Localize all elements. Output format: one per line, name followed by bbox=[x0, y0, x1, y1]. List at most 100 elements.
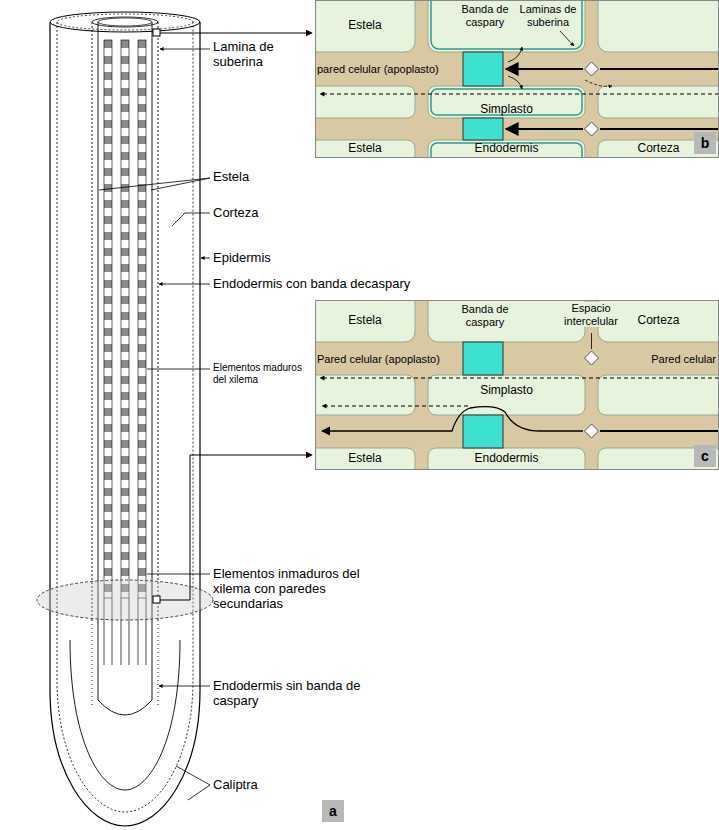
intercellular-space bbox=[585, 122, 599, 136]
flow-arrows-c bbox=[320, 333, 719, 431]
cell-name: Endodermis bbox=[474, 452, 538, 466]
cell-name: Endodermis bbox=[474, 142, 538, 156]
panel-letter: c bbox=[694, 445, 716, 467]
leader-line bbox=[159, 284, 210, 285]
cells-c bbox=[315, 300, 719, 470]
cell-box: Endodermis bbox=[428, 448, 585, 470]
detail-square bbox=[153, 29, 160, 36]
endodermis-young bbox=[92, 620, 158, 705]
panel-letter-text: a bbox=[329, 803, 337, 819]
cell bbox=[428, 375, 585, 415]
cell bbox=[428, 448, 585, 470]
leader-line bbox=[147, 574, 210, 575]
part-label: Pared celular (apoplasto) bbox=[317, 353, 462, 366]
leader-line bbox=[201, 258, 210, 259]
apoplast-arrow bbox=[600, 430, 719, 432]
leader-line bbox=[591, 333, 592, 349]
symplast-arrow bbox=[322, 406, 468, 407]
cell-box: Endodermis bbox=[428, 140, 585, 158]
caspary-band bbox=[463, 52, 503, 86]
cell-box: Estela bbox=[315, 0, 415, 52]
cell bbox=[315, 375, 415, 415]
detail-arrow bbox=[160, 33, 312, 34]
part-label: Estela bbox=[213, 170, 293, 185]
intercellular-space bbox=[585, 424, 599, 438]
part-label: Caliptra bbox=[213, 778, 293, 793]
cell-name: Simplasto bbox=[480, 384, 533, 398]
panel-letter: b bbox=[694, 132, 716, 154]
blocked-arrow bbox=[508, 47, 522, 62]
symplast-arrow bbox=[320, 378, 719, 379]
apoplast-arrow bbox=[600, 128, 719, 130]
epidermis-line bbox=[57, 22, 193, 812]
apoplast-arrow bbox=[506, 128, 583, 130]
caspary-band bbox=[463, 118, 503, 140]
leader-line bbox=[188, 785, 210, 800]
mature-xylem bbox=[104, 40, 112, 598]
part-label: Laminas de suberina bbox=[517, 3, 579, 28]
cells-b bbox=[315, 0, 719, 158]
intercellular-space bbox=[585, 351, 599, 365]
part-label: Epidermis bbox=[213, 251, 303, 266]
intercellular-space bbox=[585, 62, 599, 76]
cell-box: Simplasto bbox=[428, 375, 585, 415]
leader-line bbox=[99, 178, 210, 190]
cell bbox=[315, 140, 415, 158]
cell-box: Estela bbox=[315, 140, 415, 158]
apoplast-arrow bbox=[506, 68, 583, 70]
leader-line bbox=[172, 213, 210, 226]
panel-border bbox=[316, 301, 719, 470]
cell-name: Corteza bbox=[637, 314, 679, 328]
part-label: Elementos inmaduros del xilema con pared… bbox=[213, 567, 388, 612]
cell-name: Estela bbox=[348, 452, 381, 466]
part-label: Banda de caspary bbox=[453, 3, 517, 28]
cell-box: Estela bbox=[315, 448, 415, 470]
cell bbox=[598, 0, 719, 52]
cell bbox=[428, 140, 585, 158]
part-label: Lamina de suberina bbox=[213, 40, 303, 70]
part-label: Endodermis con banda decaspary bbox=[213, 277, 423, 292]
root-top-inner bbox=[57, 14, 193, 30]
cell bbox=[315, 86, 415, 118]
root-top bbox=[50, 12, 200, 32]
suberin-lamella bbox=[431, 143, 582, 158]
calyptra-inner bbox=[70, 640, 180, 790]
mature-xylem bbox=[138, 40, 146, 598]
leader-line bbox=[159, 686, 210, 687]
cell bbox=[598, 86, 719, 118]
caspary-band bbox=[463, 342, 503, 375]
part-label: Espacio intercelular bbox=[551, 302, 631, 327]
apoplast-arrow bbox=[322, 407, 583, 431]
cell-name: Estela bbox=[348, 19, 381, 33]
stele-top bbox=[92, 17, 158, 27]
root-drawing bbox=[37, 12, 213, 826]
leader-line bbox=[147, 369, 210, 370]
panel-border bbox=[316, 1, 719, 158]
symplast-arrow bbox=[585, 80, 612, 86]
stele-top-inner bbox=[98, 18, 152, 26]
cell-name: Corteza bbox=[637, 142, 679, 156]
cell bbox=[428, 86, 585, 118]
cell bbox=[315, 448, 415, 470]
cell-box: Simplasto bbox=[428, 86, 585, 118]
part-label: pared celular (apoplasto) bbox=[317, 63, 462, 76]
blocked-arrow bbox=[508, 76, 522, 89]
part-label: Corteza bbox=[213, 206, 293, 221]
detail-square bbox=[153, 596, 160, 603]
panel-letter-text: c bbox=[701, 448, 709, 464]
symplast-arrow bbox=[320, 94, 719, 95]
flow-arrows-b bbox=[320, 31, 719, 129]
endodermis-line bbox=[158, 22, 159, 620]
part-label: Endodermis sin banda de caspary bbox=[213, 679, 363, 709]
leader-line bbox=[560, 31, 574, 46]
leader-line bbox=[151, 178, 210, 190]
suberin-lamella bbox=[431, 0, 582, 49]
caspary-band bbox=[463, 415, 503, 448]
cell-name: Simplasto bbox=[480, 103, 533, 117]
leader-line bbox=[176, 766, 210, 785]
cell-name: Estela bbox=[348, 314, 381, 328]
cell bbox=[428, 0, 585, 52]
part-label: Banda de caspary bbox=[453, 303, 517, 328]
